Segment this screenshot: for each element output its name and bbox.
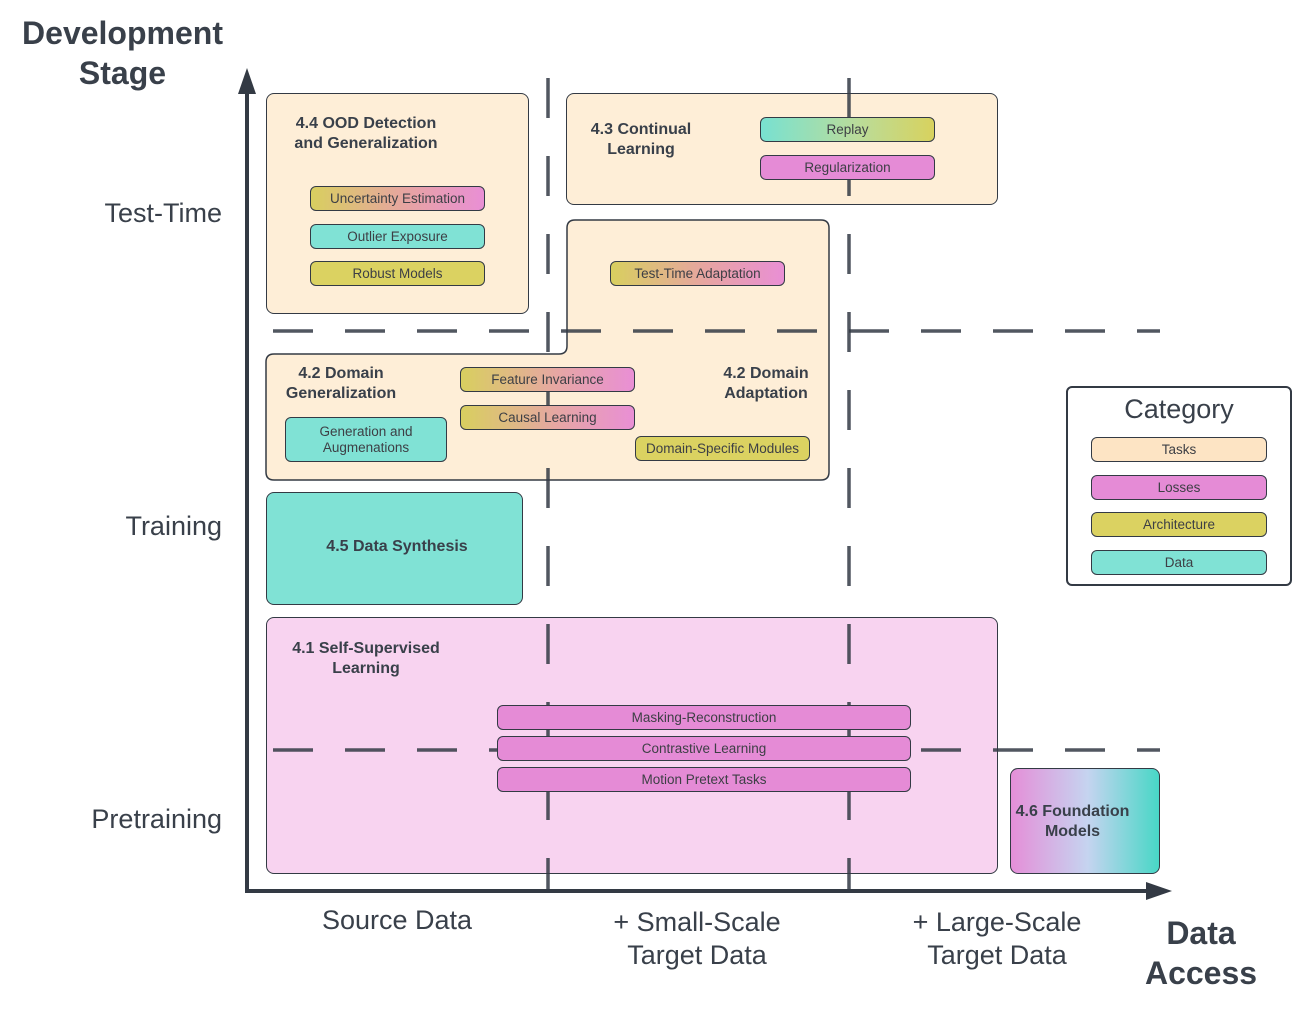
motion-pretext-tasks-pill: Motion Pretext Tasks: [497, 767, 911, 792]
data-synthesis-title: 4.5 Data Synthesis: [326, 538, 468, 555]
contrastive-learning-pill: Contrastive Learning: [497, 736, 911, 761]
legend-item-data: Data: [1091, 550, 1267, 575]
row-label-pretraining: Pretraining: [91, 804, 222, 834]
outlier-exposure-pill: Outlier Exposure: [310, 224, 485, 249]
feature-invariance-pill: Feature Invariance: [460, 367, 635, 392]
domain-specific-modules-pill: Domain-Specific Modules: [635, 436, 810, 461]
col-label-source: Source Data: [321, 905, 473, 935]
data-synthesis-box: [266, 492, 523, 605]
legend-item-losses: Losses: [1091, 475, 1267, 500]
x-axis-arrow: [1146, 882, 1172, 900]
continual-learning-box: [566, 93, 998, 205]
legend-item-architecture: Architecture: [1091, 512, 1267, 537]
row-label-training: Training: [125, 511, 222, 541]
row-label-test-time: Test-Time: [104, 198, 222, 228]
legend-item-tasks: Tasks: [1091, 437, 1267, 462]
uncertainty-estimation-pill: Uncertainty Estimation: [310, 186, 485, 211]
test-time-adaptation-pill: Test-Time Adaptation: [610, 261, 785, 286]
regularization-pill: Regularization: [760, 155, 935, 180]
legend: Category Tasks Losses Architecture Data: [1066, 386, 1292, 586]
replay-pill: Replay: [760, 117, 935, 142]
y-axis-arrow: [238, 68, 256, 94]
causal-learning-pill: Causal Learning: [460, 405, 635, 430]
foundation-models-box: [1010, 768, 1160, 874]
robust-models-pill: Robust Models: [310, 261, 485, 286]
masking-reconstruction-pill: Masking-Reconstruction: [497, 705, 911, 730]
legend-title: Category: [1124, 394, 1234, 424]
